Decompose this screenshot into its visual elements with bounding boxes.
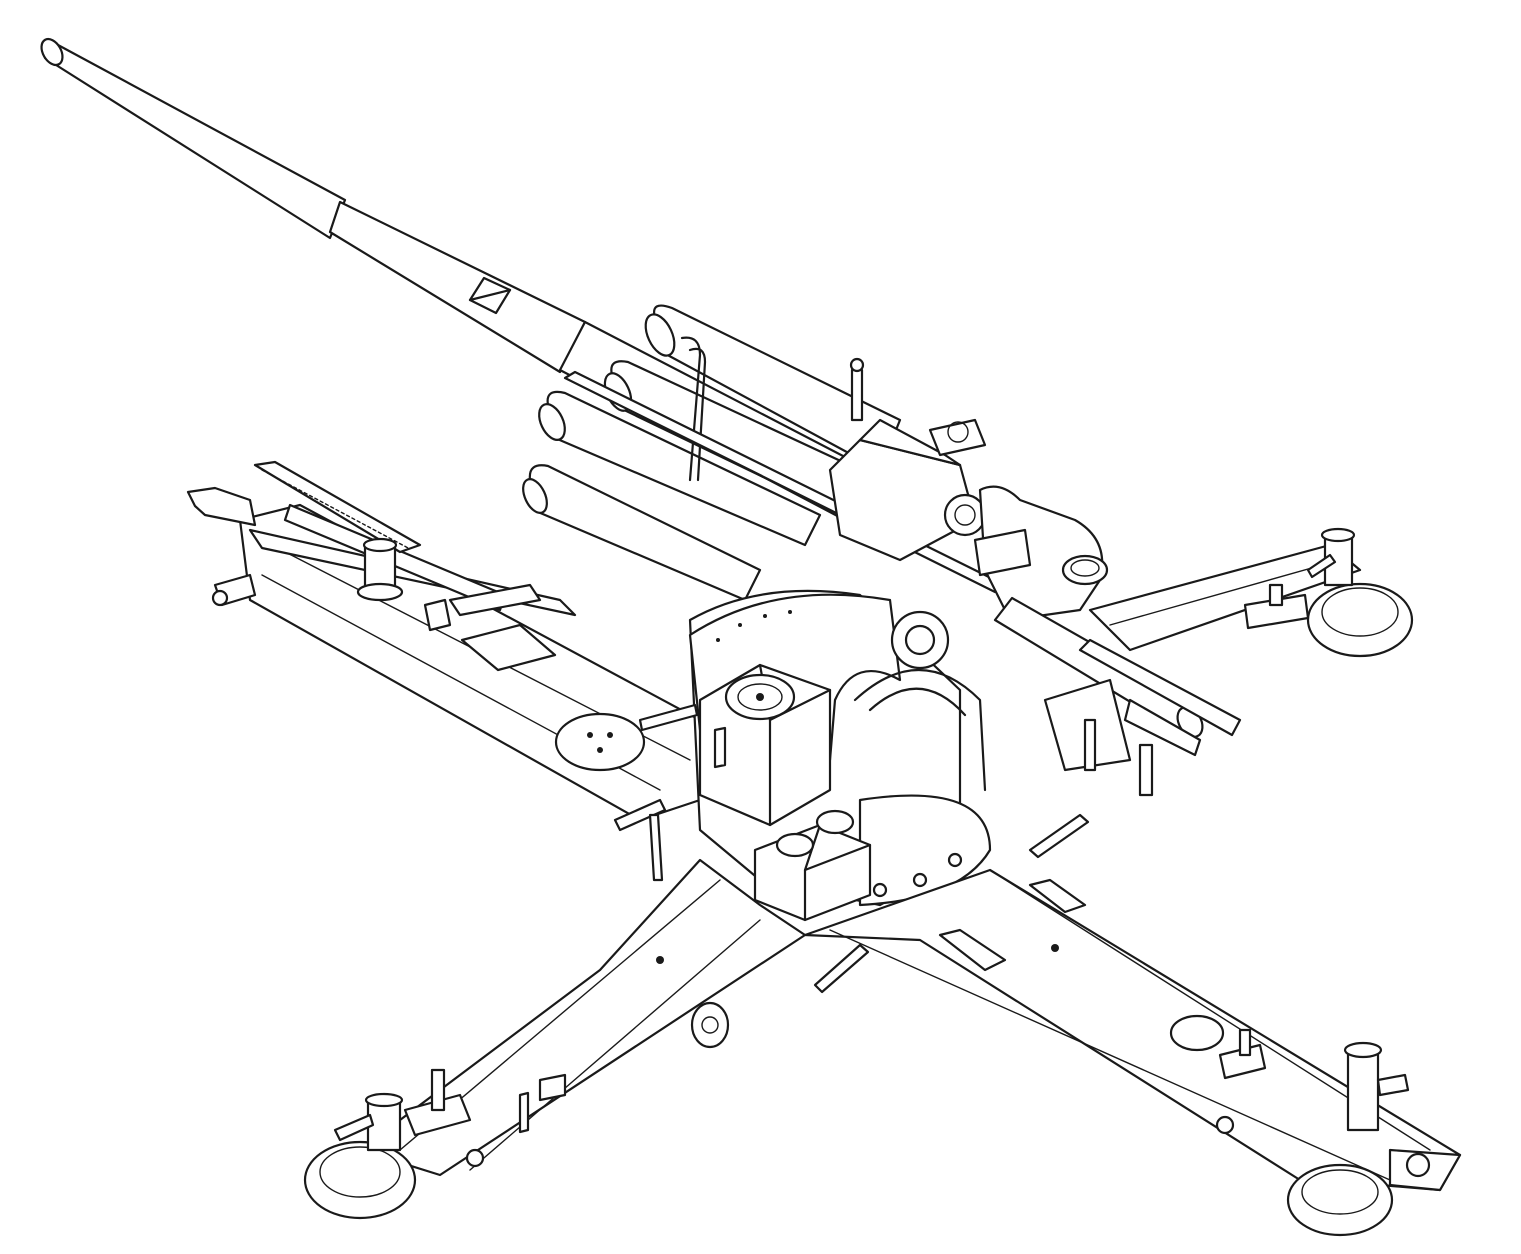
hinge-pin [690,1001,730,1049]
front-right-outrigger [803,868,1462,1237]
front-left-outrigger [303,858,807,1220]
rear-right-outrigger [1088,527,1414,658]
breech-assembly [828,357,1242,797]
gunner-seat [554,712,646,772]
front-left-foot-pad [303,1140,417,1220]
rear-right-foot-pad [1306,582,1414,658]
front-right-foot-pad [1286,1163,1394,1237]
barrel-sleeve [328,200,587,374]
handwheel-knob [775,832,815,858]
fire-control-box [554,663,872,922]
operating-handles [613,798,1090,994]
muzzle [40,37,64,67]
